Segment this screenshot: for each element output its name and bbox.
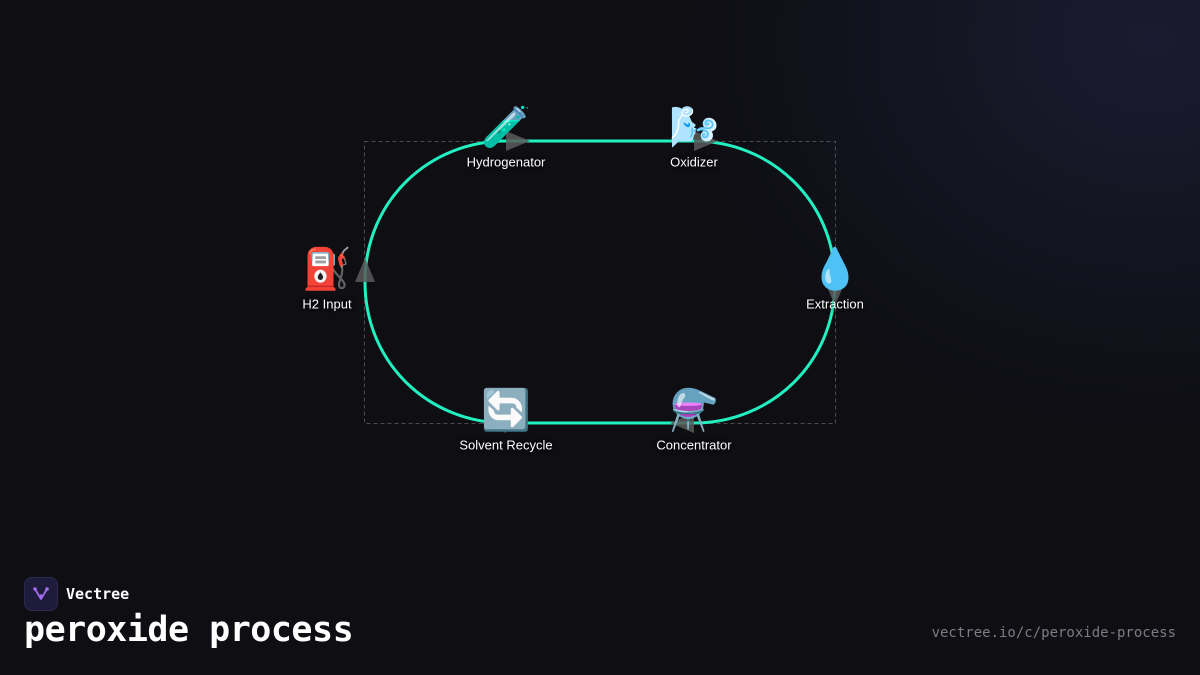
- loop-bounding-box: [364, 141, 836, 424]
- brand-name: Vectree: [66, 585, 130, 603]
- flow-arrow-hydrogenator: [506, 131, 530, 151]
- node-label: Solvent Recycle: [459, 437, 553, 453]
- node-concentrator[interactable]: ⚗️ Concentrator: [656, 388, 731, 453]
- test-tube-icon: 🧪: [481, 105, 531, 150]
- wind-face-icon: 🌬️: [669, 105, 719, 150]
- node-h2-input[interactable]: ⛽ H2 Input: [302, 247, 352, 312]
- share-url[interactable]: vectree.io/c/peroxide-process: [931, 625, 1176, 641]
- flow-arrow-solvent-recycle: [482, 413, 506, 433]
- node-label: Hydrogenator: [466, 154, 546, 170]
- brand[interactable]: Vectree: [24, 577, 129, 611]
- node-label: H2 Input: [302, 296, 352, 312]
- node-hydrogenator[interactable]: 🧪 Hydrogenator: [467, 105, 546, 170]
- flow-arrow-oxidizer: [694, 131, 718, 151]
- droplet-icon: 💧: [810, 247, 860, 292]
- node-extraction[interactable]: 💧 Extraction: [806, 247, 864, 312]
- node-label: Concentrator: [656, 437, 732, 453]
- page-title: peroxide process: [24, 610, 354, 650]
- alembic-icon: ⚗️: [669, 388, 719, 433]
- fuel-pump-icon: ⛽: [302, 247, 352, 292]
- recycle-arrows-icon: 🔄: [481, 388, 531, 433]
- node-label: Oxidizer: [670, 154, 718, 170]
- flow-arrow-h2-input: [355, 258, 375, 282]
- flow-arrow-extraction: [825, 282, 845, 306]
- node-label: Extraction: [806, 296, 864, 312]
- flow-arrow-concentrator: [670, 413, 694, 433]
- vectree-logo-icon: [24, 577, 58, 611]
- node-solvent-recycle[interactable]: 🔄 Solvent Recycle: [459, 388, 552, 453]
- node-oxidizer[interactable]: 🌬️ Oxidizer: [669, 105, 719, 170]
- process-loop-path: [363, 139, 837, 425]
